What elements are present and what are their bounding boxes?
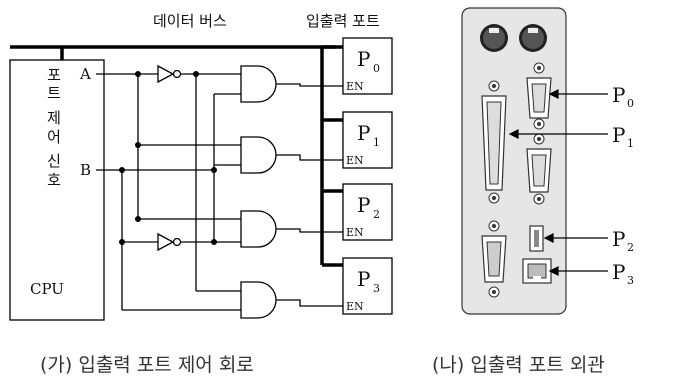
serial-port-2-icon xyxy=(526,133,552,205)
svg-text:P: P xyxy=(612,260,625,284)
port-control-signal-label: 포 트 제 어 신 호 xyxy=(47,66,61,189)
svg-text:0: 0 xyxy=(373,62,380,75)
callout-p1: P 1 xyxy=(612,123,634,150)
svg-text:1: 1 xyxy=(627,137,634,150)
callout-p3: P 3 xyxy=(612,260,634,287)
and-gate-p2 xyxy=(240,210,277,248)
svg-text:0: 0 xyxy=(627,97,634,110)
input-b-label: B xyxy=(80,161,91,179)
vga-port-icon xyxy=(481,220,507,298)
svg-text:어: 어 xyxy=(47,128,61,146)
serial-port-icon xyxy=(526,62,552,130)
cpu-block xyxy=(9,59,105,321)
svg-text:3: 3 xyxy=(373,282,380,295)
input-a-label: A xyxy=(79,65,91,83)
circuit-diagram: 데이터 버스 입출력 포트 CPU 포 트 제 어 신 호 A B xyxy=(9,12,393,376)
svg-text:EN: EN xyxy=(346,226,364,239)
cpu-label: CPU xyxy=(30,280,64,298)
usb-port-icon xyxy=(529,225,544,252)
panel-caption: (나) 입출력 포트 외관 xyxy=(432,354,605,376)
not-gate-a xyxy=(157,64,182,84)
svg-text:EN: EN xyxy=(346,154,364,167)
circuit-caption: (가) 입출력 포트 제어 회로 xyxy=(40,354,254,376)
svg-text:트: 트 xyxy=(47,84,61,102)
junction-dots xyxy=(119,71,217,245)
ethernet-port-icon xyxy=(522,258,552,284)
and-gate-p0 xyxy=(240,65,277,103)
parallel-port-icon xyxy=(481,80,507,204)
svg-text:P: P xyxy=(612,123,625,147)
svg-text:2: 2 xyxy=(627,241,634,254)
callout-arrows xyxy=(508,89,608,276)
port-box-p3: P 3 EN xyxy=(342,257,393,315)
svg-text:호: 호 xyxy=(47,171,61,189)
svg-text:P: P xyxy=(612,227,625,251)
callout-p2: P 2 xyxy=(612,227,634,254)
svg-text:P: P xyxy=(357,193,370,217)
callout-p0: P 0 xyxy=(612,83,634,110)
svg-text:1: 1 xyxy=(373,136,380,149)
svg-text:P: P xyxy=(357,47,370,71)
data-bus-label: 데이터 버스 xyxy=(153,12,227,30)
ps2-port-icon xyxy=(480,24,547,52)
svg-text:3: 3 xyxy=(627,274,634,287)
io-port-label: 입출력 포트 xyxy=(306,12,380,30)
svg-text:P: P xyxy=(357,121,370,145)
port-box-p0: P 0 EN xyxy=(342,37,393,95)
svg-text:제: 제 xyxy=(47,109,61,127)
svg-text:포: 포 xyxy=(47,66,61,84)
port-box-p2: P 2 EN xyxy=(342,183,393,241)
svg-text:신: 신 xyxy=(47,152,61,170)
and-gate-p3 xyxy=(240,281,277,319)
svg-text:P: P xyxy=(357,267,370,291)
port-box-p1: P 1 EN xyxy=(342,111,393,169)
not-gate-b xyxy=(157,232,182,252)
signal-wires xyxy=(96,73,343,311)
svg-text:P: P xyxy=(612,83,625,107)
and-gate-p1 xyxy=(240,136,277,174)
svg-text:EN: EN xyxy=(346,300,364,313)
svg-text:EN: EN xyxy=(346,80,364,93)
io-panel-illustration: P 0 P 1 P 2 P 3 (나) 입출력 포트 외관 xyxy=(432,7,634,376)
svg-text:2: 2 xyxy=(373,208,380,221)
